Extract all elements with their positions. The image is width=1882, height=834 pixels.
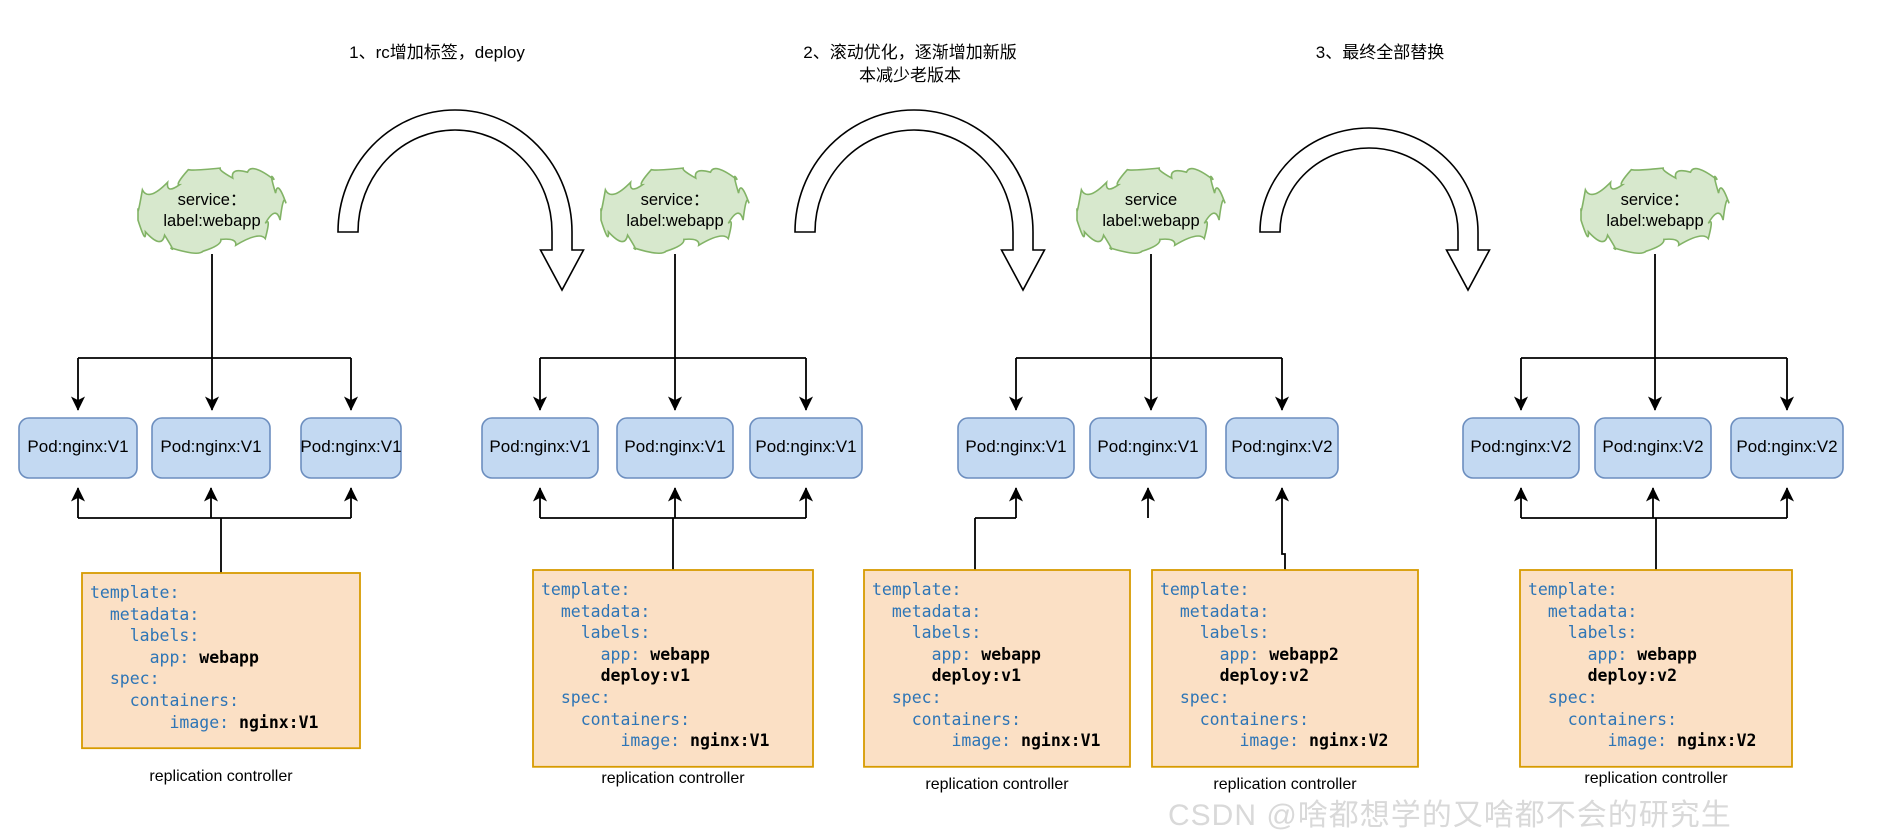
- replication-controller-box[interactable]: [81, 572, 361, 750]
- replication-controller-box[interactable]: [1519, 569, 1793, 768]
- service-cloud[interactable]: [1580, 167, 1730, 255]
- step-3: 3、最终全部替换: [1315, 43, 1445, 62]
- phase-arrow-2: [794, 109, 1046, 292]
- replication-controller-caption: replication controller: [925, 776, 1069, 793]
- service-cloud[interactable]: [1076, 167, 1226, 255]
- replication-controller-box[interactable]: [863, 569, 1131, 768]
- pod-box[interactable]: [18, 417, 138, 479]
- replication-controller-caption: replication controller: [1584, 770, 1728, 787]
- phase-arrow-3: [1259, 127, 1491, 292]
- pod-box[interactable]: [151, 417, 271, 479]
- pod-box[interactable]: [481, 417, 599, 479]
- pod-box[interactable]: [749, 417, 863, 479]
- pod-box[interactable]: [1730, 417, 1844, 479]
- pod-box[interactable]: [957, 417, 1075, 479]
- pod-box[interactable]: [1089, 417, 1207, 479]
- replication-controller-caption: replication controller: [601, 770, 745, 787]
- rc-to-pod-arrow: [1274, 487, 1290, 570]
- phase-arrow-1: [337, 109, 585, 292]
- pod-box[interactable]: [1594, 417, 1712, 479]
- replication-controller-caption: replication controller: [1213, 776, 1357, 793]
- service-cloud[interactable]: [600, 167, 750, 255]
- replication-controller-caption: replication controller: [149, 768, 293, 785]
- pod-box[interactable]: [1225, 417, 1339, 479]
- pod-box[interactable]: [300, 417, 402, 479]
- step-2: 2、滚动优化，逐渐增加新版 本减少老版本: [803, 43, 1017, 85]
- replication-controller-box[interactable]: [532, 569, 814, 768]
- pod-box[interactable]: [1462, 417, 1580, 479]
- pod-box[interactable]: [616, 417, 734, 479]
- step-1: 1、rc增加标签，deploy: [349, 43, 525, 62]
- service-cloud[interactable]: [137, 167, 287, 255]
- replication-controller-box[interactable]: [1151, 569, 1419, 768]
